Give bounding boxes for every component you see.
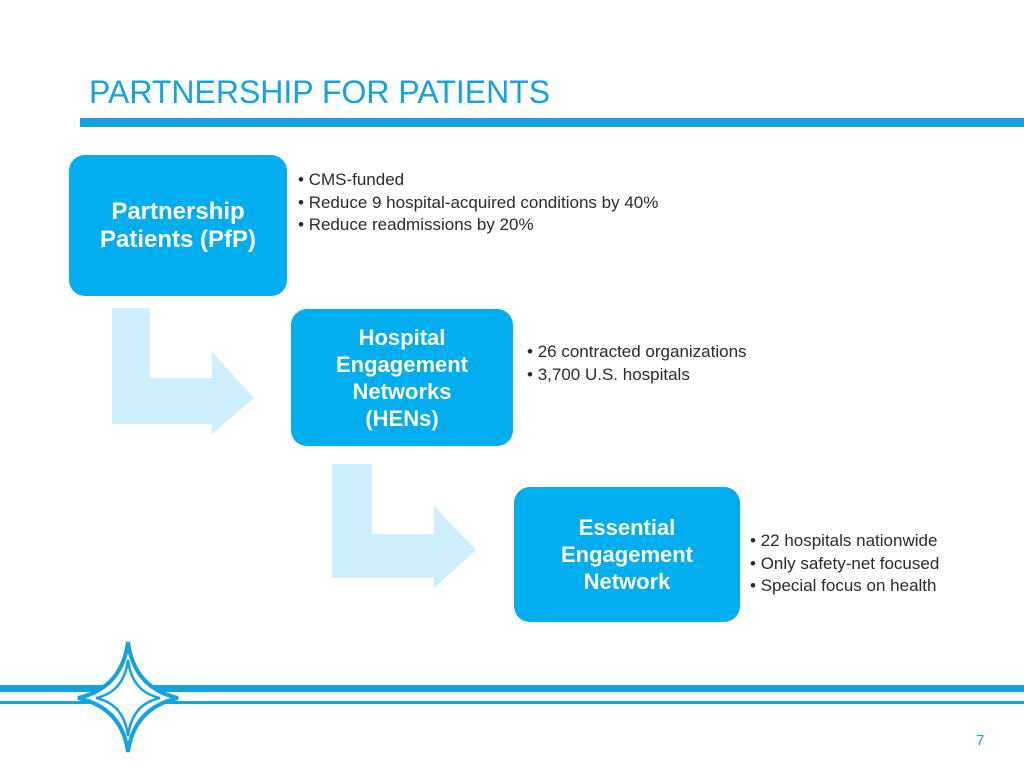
- step-label-line: (HENs): [365, 405, 439, 431]
- page-number: 7: [976, 732, 985, 749]
- step-bullets-essential: 22 hospitals nationwide Only safety-net …: [750, 530, 940, 598]
- bullet-item: CMS-funded: [298, 169, 658, 192]
- bent-arrow-icon: [112, 308, 254, 434]
- bent-arrow-icon: [332, 464, 476, 588]
- four-point-star-icon: [77, 641, 179, 753]
- step-label-line: Networks: [352, 378, 452, 404]
- step-bullets-pfp: CMS-funded Reduce 9 hospital-acquired co…: [298, 169, 659, 237]
- slide-title: PARTNERSHIP FOR PATIENTS: [89, 74, 551, 110]
- step-label-line: Hospital: [358, 324, 446, 350]
- step-label-line: Network: [583, 569, 671, 594]
- step-label-line: Engagement: [560, 542, 694, 567]
- step-label-line: Partnership: [111, 197, 245, 225]
- step-box-essential: Essential Engagement Network: [514, 487, 740, 622]
- bullet-item: 3,700 U.S. hospitals: [527, 364, 747, 387]
- bullet-item: Only safety-net focused: [750, 553, 940, 576]
- footer-rule: [0, 685, 1024, 692]
- bullet-item: 22 hospitals nationwide: [750, 530, 939, 553]
- bullet-item: Reduce readmissions by 20%: [298, 214, 658, 237]
- step-box-hens: Hospital Engagement Networks (HENs): [291, 309, 513, 446]
- step-box-pfp: Partnership Patients (PfP): [69, 155, 287, 296]
- step-label-line: Patients (PfP): [99, 225, 257, 253]
- step-label-line: Essential: [578, 515, 676, 540]
- footer-rule: [0, 701, 1024, 704]
- title-underline: [80, 118, 1024, 127]
- step-label-line: Engagement: [335, 351, 469, 377]
- bullet-item: Special focus on health: [750, 575, 939, 598]
- step-bullets-hens: 26 contracted organizations 3,700 U.S. h…: [527, 341, 747, 386]
- bullet-item: 26 contracted organizations: [527, 341, 747, 364]
- bullet-item: Reduce 9 hospital-acquired conditions by…: [298, 192, 659, 215]
